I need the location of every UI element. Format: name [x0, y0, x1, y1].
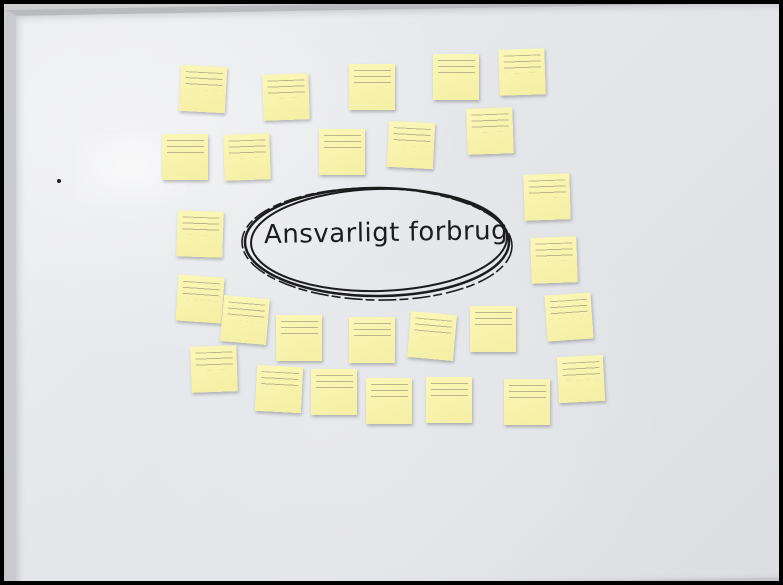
- sticky-note: [433, 54, 479, 100]
- sticky-note: [254, 364, 304, 414]
- sticky-note: [426, 377, 472, 423]
- marker-dot: [57, 179, 61, 183]
- sticky-note: [162, 134, 208, 180]
- sticky-note: [523, 173, 571, 221]
- sticky-note: [190, 345, 238, 393]
- sticky-note: [556, 354, 606, 404]
- sticky-note: [176, 210, 224, 258]
- sticky-note: [349, 317, 395, 363]
- sticky-note: [466, 107, 514, 155]
- photo-frame: Ansvarligt forbrug: [4, 4, 779, 581]
- center-title: Ansvarligt forbrug: [263, 215, 509, 251]
- sticky-note: [276, 315, 322, 361]
- sticky-note: [470, 306, 516, 352]
- sticky-note: [504, 379, 550, 425]
- sticky-note: [386, 120, 436, 170]
- sticky-note: [544, 292, 594, 342]
- sticky-note: [175, 274, 225, 324]
- sticky-note: [319, 129, 365, 175]
- sticky-note: [311, 369, 357, 415]
- sticky-note: [407, 311, 457, 361]
- sticky-note: [223, 133, 271, 181]
- sticky-note: [349, 64, 395, 110]
- sticky-note: [498, 48, 546, 96]
- hand-drawn-ellipse: [241, 186, 513, 301]
- sticky-note: [530, 236, 578, 284]
- sticky-note: [178, 64, 228, 114]
- sticky-note: [366, 378, 412, 424]
- sticky-note: [262, 73, 310, 121]
